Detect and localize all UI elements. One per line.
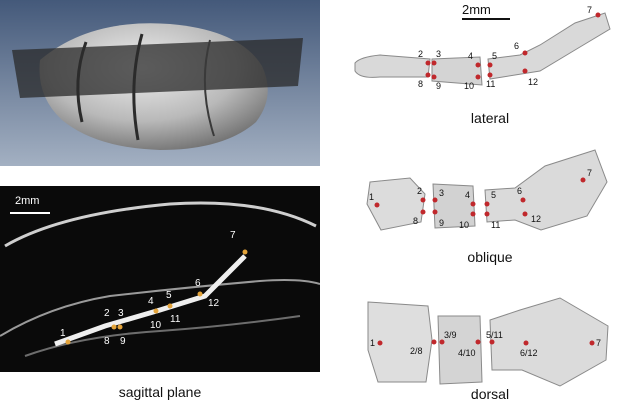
lateral-landmark-label: 11 bbox=[486, 79, 495, 89]
ct-scalebar-label: 2mm bbox=[15, 195, 39, 207]
ct-landmark-label: 9 bbox=[120, 336, 126, 347]
ct-landmark-label: 1 bbox=[60, 328, 66, 339]
ct-landmark-label: 8 bbox=[104, 336, 110, 347]
lateral-landmarks bbox=[425, 12, 601, 80]
ct-landmark-label: 11 bbox=[170, 314, 181, 325]
oblique-landmark-label: 1 bbox=[369, 192, 374, 202]
oblique-landmark-label: 3 bbox=[439, 188, 444, 198]
ct-landmark-label: 5 bbox=[166, 290, 172, 301]
lateral-landmark-label: 9 bbox=[436, 81, 441, 91]
lateral-landmark-label: 5 bbox=[492, 51, 497, 61]
caption-oblique: oblique bbox=[467, 249, 513, 265]
ct-landmark-label: 2 bbox=[104, 308, 110, 319]
lateral-landmark-label: 12 bbox=[528, 77, 538, 87]
lateral-landmark-label: 7 bbox=[587, 5, 592, 15]
ct-landmark-point bbox=[242, 249, 248, 255]
ct-landmark-point bbox=[117, 324, 123, 330]
ct-landmark-label: 12 bbox=[208, 298, 220, 309]
ct-landmark-point bbox=[153, 308, 159, 314]
ct-landmarks: 1 2 3 4 5 6 7 8 9 10 11 12 bbox=[60, 230, 248, 347]
dorsal-landmark-label: 3/9 bbox=[444, 330, 457, 340]
ct-landmark-label: 7 bbox=[230, 230, 236, 241]
lateral-landmark-label: 3 bbox=[436, 49, 441, 59]
caption-sagittal-plane: sagittal plane bbox=[118, 384, 202, 400]
3d-skull-render bbox=[0, 0, 320, 166]
oblique-landmarks bbox=[374, 177, 586, 217]
dorsal-landmark-label: 1 bbox=[370, 338, 375, 348]
oblique-landmark-label: 4 bbox=[465, 190, 470, 200]
bone-oblique-view: 1 2 3 4 5 6 7 8 9 10 11 12 bbox=[366, 149, 608, 231]
ct-landmark-point bbox=[167, 303, 173, 309]
oblique-landmark-label: 10 bbox=[459, 220, 469, 230]
ct-landmark-point bbox=[65, 339, 71, 345]
ct-landmark-label: 3 bbox=[118, 308, 124, 319]
bony-labyrinth-ossicles bbox=[54, 254, 247, 347]
ct-sagittal-slice: 2mm 1 2 3 4 5 6 7 8 9 10 11 12 bbox=[0, 186, 320, 372]
sagittal-plane bbox=[12, 38, 303, 98]
lateral-landmark-label: 8 bbox=[418, 79, 423, 89]
dorsal-landmark-label: 5/11 bbox=[486, 330, 503, 340]
dorsal-landmark-label: 4/10 bbox=[458, 348, 476, 358]
ct-landmark-label: 4 bbox=[148, 296, 154, 307]
dorsal-landmark-label: 2/8 bbox=[410, 346, 423, 356]
caption-lateral: lateral bbox=[470, 110, 510, 126]
oblique-landmark-label: 12 bbox=[531, 214, 541, 224]
right-scalebar-line bbox=[462, 18, 510, 20]
ct-landmark-point bbox=[111, 324, 117, 330]
bone-dorsal-view: 1 2/8 3/9 4/10 5/11 6/12 7 bbox=[367, 297, 609, 387]
oblique-landmark-label: 7 bbox=[587, 168, 592, 178]
ct-landmark-label: 6 bbox=[195, 278, 201, 289]
bone-lateral-view: 2 3 4 5 6 7 8 9 10 11 12 bbox=[354, 5, 611, 91]
lateral-landmark-label: 2 bbox=[418, 49, 423, 59]
ct-scalebar-line bbox=[10, 212, 50, 214]
lateral-landmark-label: 10 bbox=[464, 81, 474, 91]
oblique-landmark-label: 2 bbox=[417, 186, 422, 196]
right-scalebar-label: 2mm bbox=[462, 2, 491, 17]
lateral-landmark-label: 6 bbox=[514, 41, 519, 51]
oblique-landmark-label: 11 bbox=[491, 220, 500, 230]
oblique-landmark-label: 9 bbox=[439, 218, 444, 228]
lateral-landmark-label: 4 bbox=[468, 51, 473, 61]
oblique-landmark-label: 5 bbox=[491, 190, 496, 200]
dorsal-landmarks bbox=[377, 339, 595, 346]
dorsal-landmark-label: 7 bbox=[596, 338, 601, 348]
caption-dorsal: dorsal bbox=[470, 386, 510, 402]
oblique-landmark-label: 6 bbox=[517, 186, 522, 196]
dorsal-landmark-label: 6/12 bbox=[520, 348, 538, 358]
oblique-landmark-label: 8 bbox=[413, 216, 418, 226]
ct-landmark-label: 10 bbox=[150, 320, 162, 331]
ct-landmark-point bbox=[197, 291, 203, 297]
